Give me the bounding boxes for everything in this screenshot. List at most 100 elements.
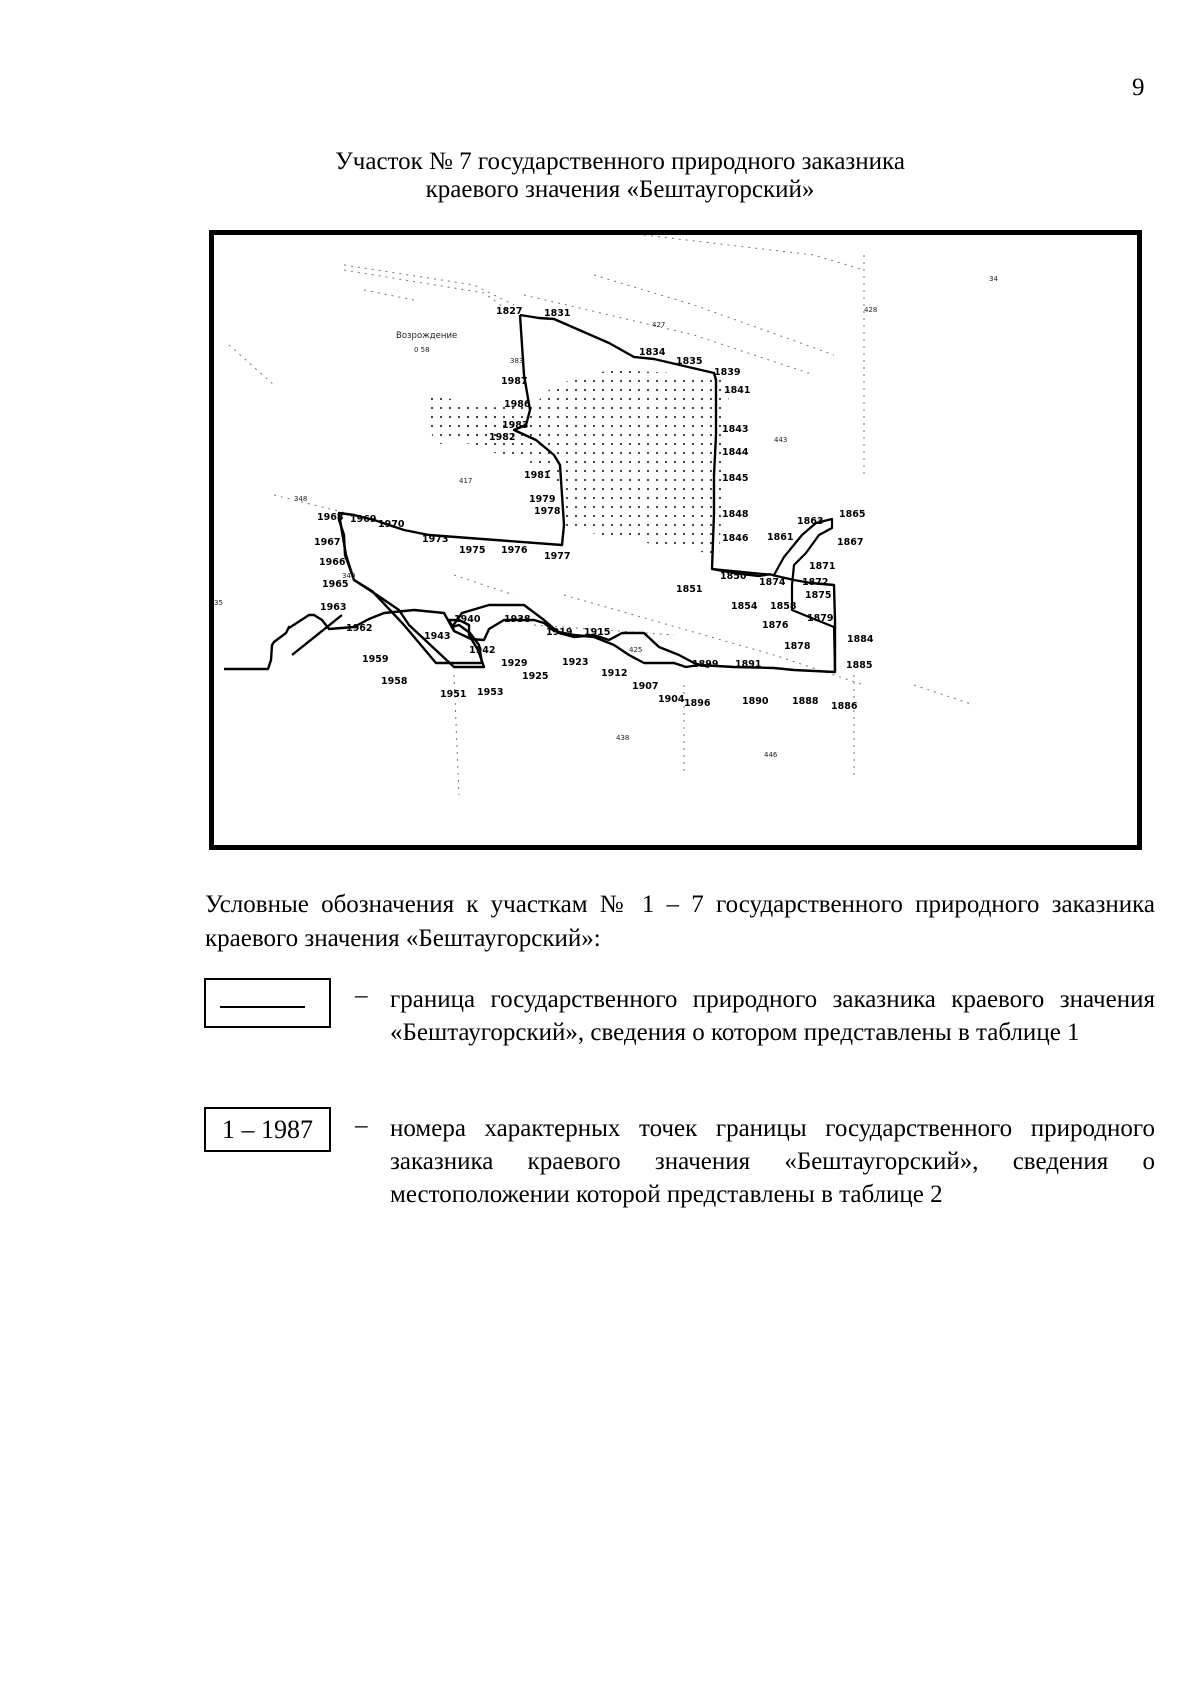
point-label: 1858 bbox=[770, 601, 797, 612]
point-label: 1863 bbox=[797, 516, 823, 527]
point-label: 1879 bbox=[807, 613, 833, 624]
point-label: 1861 bbox=[767, 532, 793, 543]
point-label: 1983 bbox=[502, 420, 528, 431]
reserve-boundary-line bbox=[224, 313, 837, 674]
point-label: 1915 bbox=[584, 627, 610, 638]
parcel-number: 35 bbox=[214, 599, 223, 607]
point-label: 1886 bbox=[831, 701, 858, 712]
point-label: 1841 bbox=[724, 385, 750, 396]
point-label: 1959 bbox=[362, 654, 388, 665]
parcel-number: 438 bbox=[616, 734, 629, 742]
point-label: 1965 bbox=[322, 579, 348, 590]
point-label: 1844 bbox=[722, 447, 749, 458]
parcel-number: 383 bbox=[510, 357, 523, 365]
point-label: 1958 bbox=[381, 676, 408, 687]
point-label: 1891 bbox=[735, 659, 761, 670]
title-line-2: краевого значения «Бештаугорский» bbox=[425, 176, 815, 203]
legend-dash: – bbox=[355, 982, 368, 1009]
point-label: 1970 bbox=[378, 519, 405, 530]
point-label: 1966 bbox=[319, 557, 346, 568]
point-label: 1981 bbox=[524, 470, 550, 481]
parcel-number: 427 bbox=[652, 321, 665, 329]
point-label: 1890 bbox=[742, 696, 769, 707]
point-label: 1942 bbox=[469, 645, 495, 656]
point-label: 1888 bbox=[792, 696, 819, 707]
point-label: 1845 bbox=[722, 473, 748, 484]
legend-symbol-boundary-line bbox=[204, 978, 331, 1028]
legend-text-point-numbers: номера характерных точек границы государ… bbox=[390, 1115, 1155, 1208]
point-label: 1979 bbox=[529, 494, 555, 505]
point-label: 1938 bbox=[504, 614, 531, 625]
point-label: 1899 bbox=[692, 659, 718, 670]
boundary-point-labels: 1827 1831 1834 1835 1839 1841 1843 1844 … bbox=[314, 306, 874, 712]
parcel-number: 348 bbox=[294, 495, 307, 503]
point-label: 1848 bbox=[722, 509, 749, 520]
point-label: 1967 bbox=[314, 537, 340, 548]
point-label: 1986 bbox=[504, 399, 531, 410]
point-label: 1843 bbox=[722, 424, 748, 435]
point-label: 1854 bbox=[731, 601, 758, 612]
boundary-map: 1827 1831 1834 1835 1839 1841 1843 1844 … bbox=[209, 230, 1142, 850]
point-label: 1977 bbox=[544, 551, 570, 562]
point-label: 1978 bbox=[534, 506, 561, 517]
point-label: 1982 bbox=[489, 432, 515, 443]
parcel-number-labels: 383 427 428 443 446 438 425 348 340 417 … bbox=[214, 275, 998, 759]
point-label: 1968 bbox=[317, 512, 344, 523]
parcel-number: 443 bbox=[774, 436, 787, 444]
point-label: 1874 bbox=[759, 577, 786, 588]
point-label: 1925 bbox=[522, 671, 548, 682]
parcel-number: 428 bbox=[864, 306, 877, 314]
parcel-number: 425 bbox=[629, 646, 642, 654]
point-label: 1839 bbox=[714, 367, 740, 378]
point-label: 1827 bbox=[496, 306, 522, 317]
point-label: 1835 bbox=[676, 356, 702, 367]
point-label: 1846 bbox=[722, 533, 749, 544]
point-label: 1951 bbox=[440, 689, 466, 700]
point-label: 1867 bbox=[837, 537, 863, 548]
point-label: 1923 bbox=[562, 657, 588, 668]
page-number: 9 bbox=[1132, 74, 1145, 101]
point-label: 1953 bbox=[477, 687, 503, 698]
east-spur-boundary bbox=[711, 517, 837, 673]
parcel-number: 446 bbox=[764, 751, 778, 759]
title-line-1: Участок № 7 государственного природного … bbox=[335, 148, 905, 175]
legend-dash: – bbox=[355, 1112, 368, 1139]
point-label: 1940 bbox=[454, 614, 481, 625]
point-label: 1834 bbox=[639, 347, 666, 358]
point-label: 1962 bbox=[346, 623, 372, 634]
parcel-number: 34 bbox=[989, 275, 998, 283]
point-label: 1975 bbox=[459, 545, 485, 556]
point-label: 1872 bbox=[802, 577, 828, 588]
point-label: 1885 bbox=[846, 660, 872, 671]
point-label: 1919 bbox=[546, 627, 572, 638]
point-label: 1907 bbox=[632, 681, 658, 692]
point-label: 1851 bbox=[676, 584, 702, 595]
point-label: 1831 bbox=[544, 308, 570, 319]
point-label: 1865 bbox=[839, 509, 865, 520]
background-cadastral-lines bbox=[228, 235, 975, 796]
point-label: 1850 bbox=[720, 571, 747, 582]
legend-symbol-point-numbers: 1 – 1987 bbox=[204, 1107, 331, 1152]
parcel-number: 417 bbox=[459, 477, 472, 485]
point-label: 1875 bbox=[805, 590, 831, 601]
point-label: 1876 bbox=[762, 620, 789, 631]
page-title: Участок № 7 государственного природного … bbox=[300, 148, 940, 204]
point-label: 1904 bbox=[658, 694, 685, 705]
settlement-name: Возрождение bbox=[396, 331, 457, 341]
boundary-line-sample bbox=[220, 1006, 305, 1008]
parcel-number: 340 bbox=[342, 572, 355, 580]
point-label: 1929 bbox=[501, 658, 527, 669]
point-label: 1973 bbox=[422, 534, 448, 545]
point-label: 1871 bbox=[809, 561, 835, 572]
point-label: 1912 bbox=[601, 668, 627, 679]
point-label: 1963 bbox=[320, 602, 346, 613]
point-label: 1976 bbox=[501, 545, 528, 556]
legend-text-boundary: граница государственного природного зака… bbox=[390, 986, 1155, 1046]
dotted-forest-area bbox=[424, 370, 729, 555]
point-label: 1878 bbox=[784, 641, 811, 652]
point-label: 1884 bbox=[847, 634, 874, 645]
map-drawing: 1827 1831 1834 1835 1839 1841 1843 1844 … bbox=[214, 235, 998, 796]
settlement-sub: 0 58 bbox=[414, 346, 430, 354]
point-label: 1969 bbox=[350, 514, 376, 525]
legend-heading: Условные обозначения к участкам № 1 – 7 … bbox=[205, 891, 1155, 952]
